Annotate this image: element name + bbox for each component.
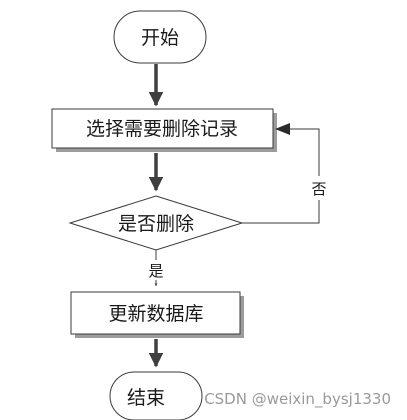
start-node-label: 开始 <box>141 27 179 49</box>
edge-yes-label: 是 <box>148 262 163 280</box>
end-node: 结束 <box>109 371 203 420</box>
select-records-node-label: 选择需要删除记录 <box>86 118 238 140</box>
decision-delete-node: 是否删除 <box>68 195 244 251</box>
select-records-node: 选择需要删除记录 <box>51 108 277 152</box>
update-database-node: 更新数据库 <box>70 291 244 338</box>
watermark-text: CSDN @weixin_bysj1330 <box>204 390 391 408</box>
arrow-no-loop-back-head <box>275 123 290 135</box>
update-database-node-label: 更新数据库 <box>108 303 203 325</box>
yes-label-background <box>146 260 166 280</box>
edge-no-label: 否 <box>311 180 326 198</box>
end-node-label: 结束 <box>127 387 165 409</box>
no-label-background <box>309 176 329 200</box>
decision-delete-node-label: 是否删除 <box>118 213 194 235</box>
start-node: 开始 <box>113 10 207 64</box>
